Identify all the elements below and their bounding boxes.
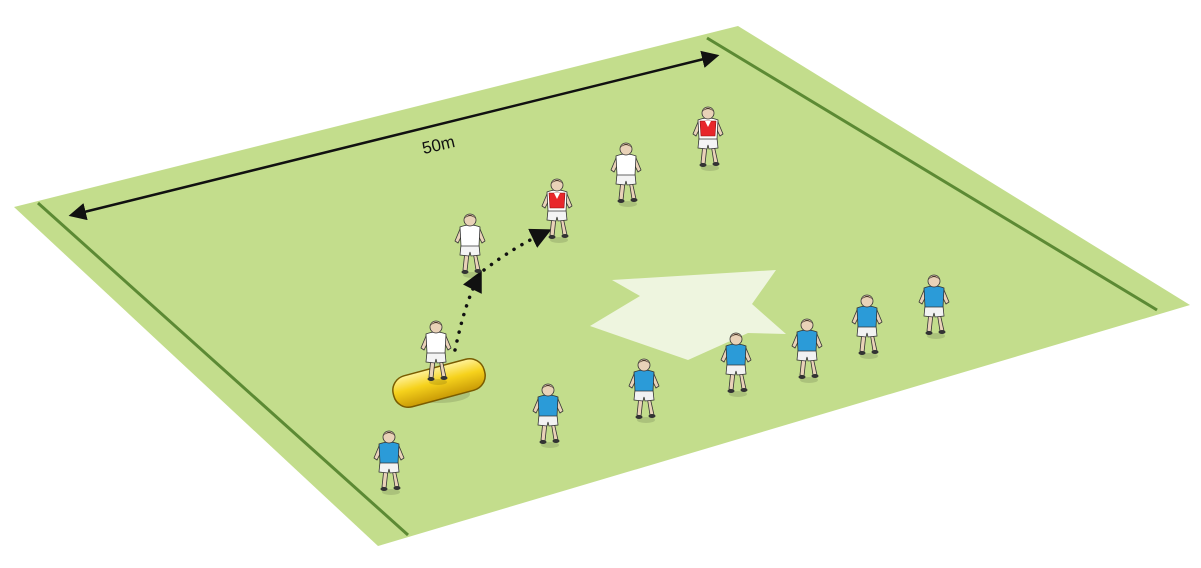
players-layer — [373, 106, 950, 495]
defender-5 — [791, 318, 823, 383]
defender-2 — [532, 383, 564, 448]
defender-6 — [851, 294, 883, 359]
pitch — [14, 26, 1190, 546]
defender-3 — [628, 358, 660, 423]
tackle-bag-icon — [392, 358, 486, 408]
attacker-red-bib-1 — [541, 178, 573, 243]
pass-line — [482, 228, 552, 272]
attacker-receiver — [454, 213, 486, 278]
distance-arrow — [68, 50, 720, 221]
attacker-red-bib-2 — [692, 106, 724, 171]
run-line — [453, 270, 482, 352]
right-touchline — [706, 36, 1158, 312]
attacker-support — [610, 142, 642, 207]
defender-7 — [918, 274, 950, 339]
attacker-ball-carrier — [420, 320, 452, 385]
left-touchline — [36, 201, 410, 537]
defender-4 — [720, 332, 752, 397]
defender-1 — [373, 430, 405, 495]
